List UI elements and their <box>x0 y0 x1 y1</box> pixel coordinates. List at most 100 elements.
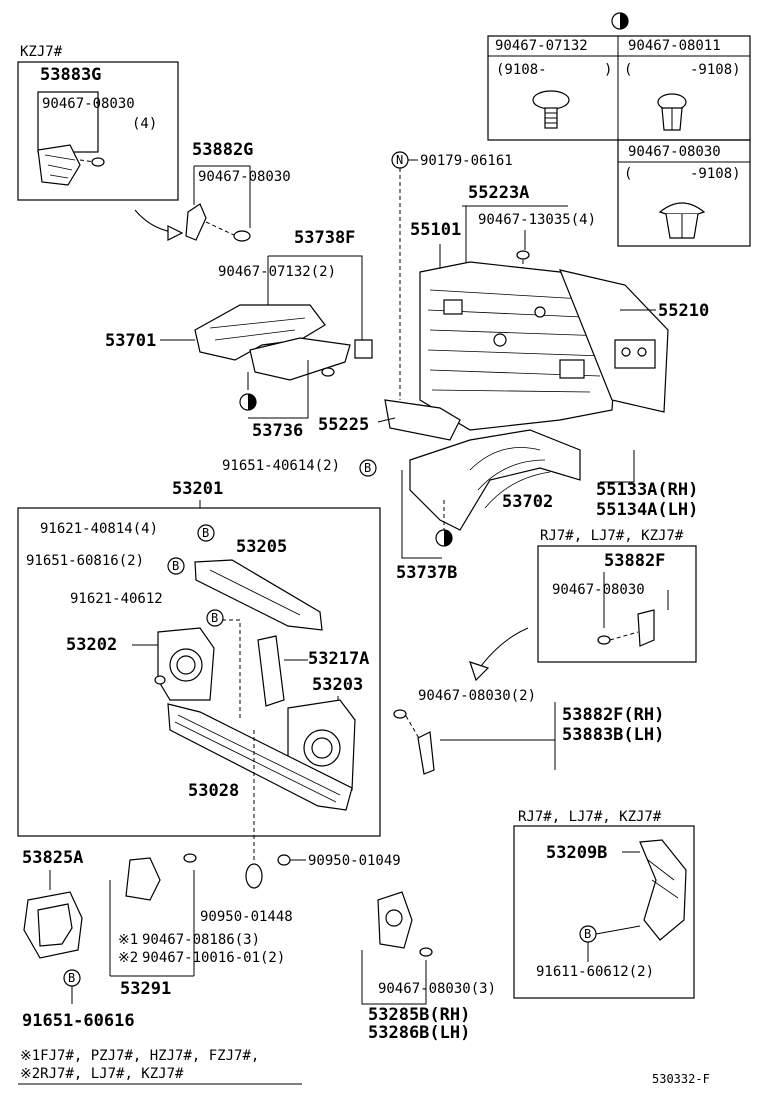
part-90467-10016-label: 90467-10016-01(2) <box>142 950 285 966</box>
part-91651-40614-label: 91651-40614(2) <box>222 458 340 474</box>
lower-support-53028 <box>167 703 353 811</box>
arrow-line <box>477 627 529 671</box>
kzj7-top-label: KZJ7# <box>20 44 63 60</box>
table1-range-1: (9108- <box>496 62 547 78</box>
part-91651-60816-label: 91651-60816(2) <box>26 553 144 569</box>
part-91611-60612-label: 91611-60612(2) <box>536 964 654 980</box>
qty-4-label: (4) <box>132 116 157 132</box>
firewall-panel-55101 <box>419 261 621 431</box>
plug-90950-01049-icon <box>277 854 291 866</box>
N-marker-text: N <box>396 153 403 167</box>
insulator-55210 <box>559 269 669 413</box>
bracket-53291 <box>125 857 161 901</box>
clip-icon <box>154 675 166 685</box>
table2-range: ( <box>624 166 632 182</box>
part-90467-08186-label: 90467-08186(3) <box>142 932 260 948</box>
clip-icon <box>91 157 105 167</box>
part-90467-08030-3-label: 90467-08030(3) <box>378 981 496 997</box>
part-53205-label: 53205 <box>236 537 287 557</box>
part-53286B-label: 53286B(LH) <box>368 1023 470 1043</box>
part-53202-label: 53202 <box>66 635 117 655</box>
part-53702-label: 53702 <box>502 492 553 512</box>
B-marker-text: B <box>364 461 371 475</box>
marker-2-label: ※2 <box>118 950 138 966</box>
flap-53882F-rh-part <box>417 731 435 775</box>
part-53825A-label: 53825A <box>22 848 83 868</box>
B-marker-icon <box>206 609 224 627</box>
part-53217A-label: 53217A <box>308 649 369 669</box>
bracket-53285B <box>377 891 413 949</box>
clip-icon <box>321 367 335 377</box>
footnote-1: ※1FJ7#, PZJ7#, HZJ7#, FZJ7#, <box>20 1048 259 1064</box>
push-clip-08011-icon <box>657 93 687 131</box>
table2-header: 90467-08030 <box>628 144 721 160</box>
table2-range-end: -9108) <box>690 166 741 182</box>
flap-53882G-part <box>185 203 207 241</box>
B-marker-icon <box>167 557 185 575</box>
B-marker-text: B <box>211 611 218 625</box>
part-53028-label: 53028 <box>188 781 239 801</box>
push-clip-07132-icon <box>532 90 570 129</box>
B-marker-text: B <box>584 927 591 941</box>
rj7-a-box <box>537 545 697 663</box>
part-53737B-label: 53737B <box>396 563 457 583</box>
part-53201-label: 53201 <box>172 479 223 499</box>
part-53203-label: 53203 <box>312 675 363 695</box>
clip-icon <box>233 230 251 242</box>
part-53883B-lh-label: 53883B(LH) <box>562 725 664 745</box>
marker-1-label: ※1 <box>118 932 138 948</box>
B-marker-icon <box>197 524 215 542</box>
rj7-b-box <box>513 825 695 999</box>
arrow-icon <box>469 661 490 682</box>
part-90467-08030-a-label: 90467-08030 <box>42 96 135 112</box>
part-90467-08030-c-label: 90467-08030 <box>552 582 645 598</box>
seal-53825A <box>23 891 83 959</box>
part-55225-label: 55225 <box>318 415 369 435</box>
rj7-a-label: RJ7#, LJ7#, KZJ7# <box>540 528 684 544</box>
table1-header-2: 90467-08011 <box>628 38 721 54</box>
part-55210-label: 55210 <box>658 301 709 321</box>
clip-icon <box>393 709 407 719</box>
part-55133A-label: 55133A(RH) <box>596 480 698 500</box>
B-marker-text: B <box>68 971 75 985</box>
B-marker-icon <box>359 459 377 477</box>
table1-range-2: ( <box>624 62 632 78</box>
arrow-icon <box>167 225 184 241</box>
part-90950-01448-label: 90950-01448 <box>200 909 293 925</box>
part-90467-08030-2-label: 90467-08030(2) <box>418 688 536 704</box>
side-support-53202 <box>157 627 215 701</box>
part-53882F-label: 53882F <box>604 551 665 571</box>
table1-range-1-end: ) <box>604 62 612 78</box>
clip-icon <box>516 250 530 260</box>
clip-icon <box>419 947 433 957</box>
part-91651-60616-label: 91651-60616 <box>22 1011 135 1031</box>
part-90467-08030-b-label: 90467-08030 <box>198 169 291 185</box>
clip-icon <box>597 635 611 645</box>
part-53736-label: 53736 <box>252 421 303 441</box>
part-55101-label: 55101 <box>410 220 461 240</box>
part-53291-label: 53291 <box>120 979 171 999</box>
plug-90950-01448-icon <box>245 863 263 889</box>
table1-range-2-end: -9108) <box>690 62 741 78</box>
flap-53882F-part <box>637 609 655 647</box>
bracket-53209B <box>639 839 687 941</box>
kzj7-detail-box <box>17 61 179 201</box>
part-53285B-label: 53285B(RH) <box>368 1005 470 1025</box>
brace-53217A <box>257 635 285 707</box>
part-53738F-label: 53738F <box>294 228 355 248</box>
radiator-support-box <box>17 507 381 837</box>
clip-icon <box>183 853 197 863</box>
part-90467-07132-2-label: 90467-07132(2) <box>218 264 336 280</box>
B-marker-text: B <box>202 526 209 540</box>
upper-support-53205 <box>194 559 323 631</box>
apron-53701 <box>194 304 373 381</box>
rj7-b-label: RJ7#, LJ7#, KZJ7# <box>518 809 662 825</box>
part-53209B-label: 53209B <box>546 843 607 863</box>
part-53882F-rh-label: 53882F(RH) <box>562 705 664 725</box>
push-clip-08030-icon <box>658 202 706 239</box>
part-53701-label: 53701 <box>105 331 156 351</box>
part-53882G-label: 53882G <box>192 140 253 160</box>
fender-liner-part <box>37 144 81 186</box>
cowl-55225-part <box>384 399 461 441</box>
